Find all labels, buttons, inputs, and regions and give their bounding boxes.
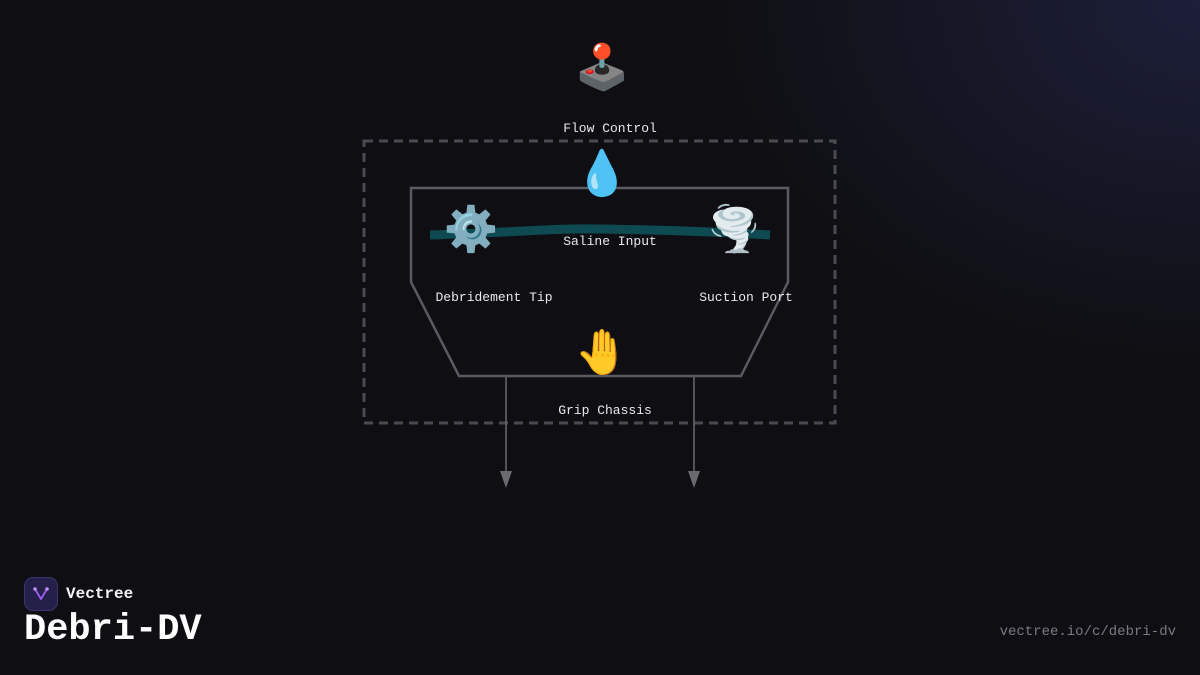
device-body-outline — [409, 186, 790, 378]
node-label-grip-chassis: Grip Chassis — [558, 403, 652, 418]
vectree-logo-icon — [24, 577, 58, 611]
brand-name: Vectree — [66, 585, 134, 603]
product-title: Debri-DV — [24, 609, 202, 651]
product-url[interactable]: vectree.io/c/debri-dv — [999, 624, 1176, 640]
droplet-icon: 💧 — [574, 148, 630, 199]
assembly-boundary — [362, 139, 837, 425]
joystick-icon: 🕹️ — [574, 42, 630, 93]
output-arrow-right-head — [688, 471, 700, 488]
node-label-suction-port: Suction Port — [699, 290, 793, 305]
brand-block: Vectree — [24, 577, 133, 611]
tornado-icon: 🌪️ — [706, 204, 762, 255]
output-arrow-left-head — [500, 471, 512, 488]
saline-channel — [429, 224, 771, 240]
node-label-flow-control: Flow Control — [563, 121, 657, 136]
node-label-saline-input: Saline Input — [563, 234, 657, 249]
gear-icon: ⚙️ — [443, 204, 499, 255]
node-label-debridement-tip: Debridement Tip — [435, 290, 553, 305]
raised-hand-icon: 🤚 — [574, 327, 630, 378]
